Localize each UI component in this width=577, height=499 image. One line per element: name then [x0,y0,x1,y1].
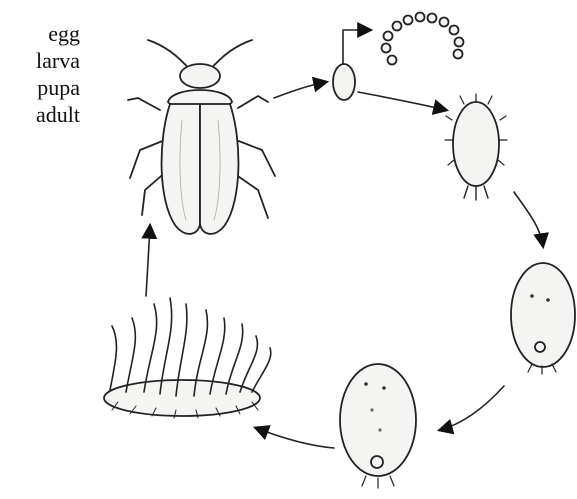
egg-chain-illustration [382,13,464,65]
plant-cluster-illustration [104,298,271,418]
egg-illustration [333,64,355,100]
larva-illustration [445,94,507,200]
pupa-illustration [340,364,416,488]
pupa-illustration [511,263,575,374]
adult-beetle-illustration [128,40,275,234]
